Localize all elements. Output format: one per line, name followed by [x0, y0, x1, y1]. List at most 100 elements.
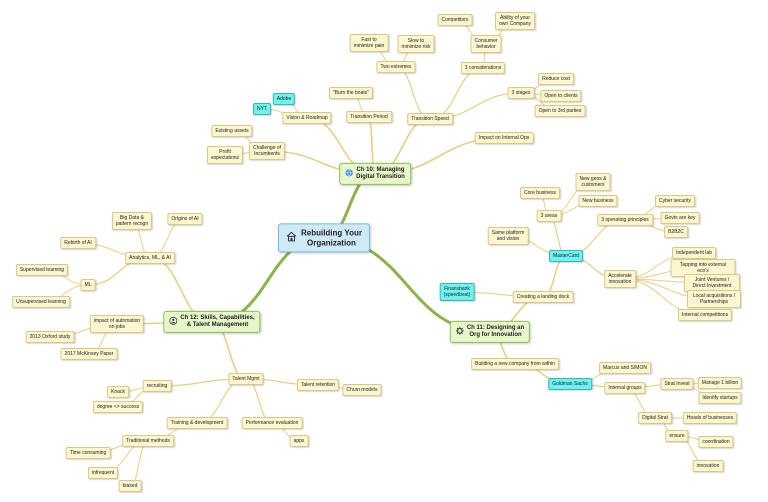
biased-node[interactable]: biased [118, 480, 142, 492]
b2b2c-node[interactable]: B2B2C [664, 226, 688, 238]
transition-period-label: Transition Period [350, 114, 388, 120]
marcus-simon-node[interactable]: Marcus and SIMON [599, 362, 651, 374]
impact-internal-ops-label: Impact on Internal Ops [478, 135, 530, 141]
coordination-node[interactable]: coordination [698, 436, 734, 448]
strat-invest-node[interactable]: Strat Invest [660, 378, 694, 390]
profit-expectations-node[interactable]: Profit expectations [206, 146, 244, 164]
globe-icon [345, 168, 353, 179]
new-business-node[interactable]: New business [578, 195, 618, 207]
rebirth-ai-node[interactable]: Rebirth of AI [60, 237, 96, 249]
internal-groups-node[interactable]: Internal groups [604, 382, 646, 394]
adobe-node[interactable]: Adobe [272, 93, 296, 105]
goldman-sachs-node[interactable]: Goldman Sachs [548, 378, 592, 390]
supervised-learning-node[interactable]: Supervised learning [15, 264, 69, 276]
joint-ventures-label: Joint Ventures / Direct Investment [692, 277, 732, 289]
oxford-study-label: 2013 Oxford study [29, 334, 71, 340]
digital-strat-node[interactable]: Digital Strat [638, 412, 672, 424]
core-business-node[interactable]: Core business [520, 187, 560, 199]
ensure-node[interactable]: ensure [665, 430, 689, 442]
innovation-node[interactable]: innovation [692, 460, 724, 472]
local-acquisitions-node[interactable]: Local acquisitions / Partnerships [687, 290, 741, 308]
nyt-node[interactable]: NYT [253, 103, 271, 115]
slow-minimize-risk-label: Slow to minimize risk [401, 38, 431, 50]
accelerate-innovation-label: Accelerate innovation [608, 273, 632, 285]
impact-internal-ops-node[interactable]: Impact on Internal Ops [474, 132, 534, 144]
finansbank-node[interactable]: Finansbank (speedboat) [439, 283, 475, 301]
same-platform-vision-node[interactable]: Same platform and vision [487, 227, 529, 245]
vision-roadmap-label: Vision & Roadmap [286, 115, 328, 121]
competitors-node[interactable]: Competitors [437, 14, 473, 26]
central-topic[interactable]: Rebuilding Your Organization [277, 223, 371, 253]
consumer-behavior-node[interactable]: Consumer behavior [470, 35, 502, 53]
reduce-cost-node[interactable]: Reduce cost [538, 73, 574, 85]
new-geos-customers-node[interactable]: New geos & customers [575, 173, 611, 191]
core-business-label: Core business [524, 190, 556, 196]
three-operating-principles-node[interactable]: 3 operating principles [597, 214, 653, 226]
mckinsey-paper-node[interactable]: 2017 McKinsey Paper [60, 348, 118, 360]
strat-invest-label: Strat Invest [664, 381, 690, 387]
transition-period-node[interactable]: Transition Period [346, 111, 392, 123]
traditional-methods-node[interactable]: Traditional methods [122, 435, 174, 447]
chapter-12-topic[interactable]: Ch 12: Skills, Capabilities, & Talent Ma… [163, 310, 261, 334]
new-company-within-node[interactable]: Building a new company from within [471, 358, 559, 370]
identify-startups-node[interactable]: Identify startups [698, 392, 742, 404]
vision-roadmap-node[interactable]: Vision & Roadmap [282, 112, 332, 124]
rebirth-ai-label: Rebirth of AI [64, 240, 92, 246]
accelerate-innovation-node[interactable]: Accelerate innovation [604, 270, 636, 288]
recruiting-label: recruiting [146, 383, 168, 389]
burn-the-boats-node[interactable]: "Burn the boats" [328, 87, 374, 99]
three-considerations-node[interactable]: 3 considerations [460, 62, 506, 74]
open-to-3rd-parties-node[interactable]: Open to 3rd parties [534, 105, 586, 117]
traditional-methods-label: Traditional methods [126, 438, 170, 444]
three-areas-node[interactable]: 3 areas [536, 210, 562, 222]
chapter-10-title: Ch 10: Managing Digital Transition [356, 166, 405, 180]
degree-success-node[interactable]: degree <> success [92, 401, 144, 413]
slow-minimize-risk-node[interactable]: Slow to minimize risk [397, 35, 435, 53]
landing-dock-node[interactable]: Creating a landing dock [512, 291, 574, 303]
cyber-security-label: Cyber security [659, 198, 691, 204]
recruiting-node[interactable]: recruiting [142, 380, 172, 392]
big-data-node[interactable]: Big Data & pattern recogn [111, 212, 153, 230]
existing-assets-label: Existing assets [215, 128, 249, 134]
chapter-11-topic[interactable]: Ch 11: Designing an Org for Innovation [449, 320, 531, 344]
gear-icon [455, 326, 464, 337]
knack-node[interactable]: Knack [107, 386, 129, 398]
churn-models-node[interactable]: Churn models [342, 384, 382, 396]
knack-label: Knack [111, 389, 125, 395]
chapter-10-topic[interactable]: Ch 10: Managing Digital Transition [339, 162, 411, 186]
talent-retention-node[interactable]: Talent retention [296, 379, 340, 391]
mastercard-node[interactable]: MasterCard [548, 250, 584, 262]
time-consuming-node[interactable]: Time consuming [65, 447, 111, 459]
ml-node[interactable]: ML [80, 279, 96, 291]
internal-competitions-node[interactable]: Internal competitions [677, 309, 733, 321]
two-extremes-node[interactable]: Two extremes [376, 61, 416, 73]
big-data-label: Big Data & pattern recogn [115, 215, 149, 227]
govts-key-node[interactable]: Govts are key [660, 212, 700, 224]
cyber-security-node[interactable]: Cyber security [655, 195, 695, 207]
talent-mgmt-node[interactable]: Talent Mgmt [228, 373, 264, 385]
performance-evaluation-node[interactable]: Performance evaluation [241, 417, 303, 429]
origins-ai-node[interactable]: Origins of AI [167, 213, 203, 225]
consumer-behavior-label: Consumer behavior [474, 38, 498, 50]
unsupervised-learning-node[interactable]: Unsupervised learning [12, 296, 70, 308]
ability-own-company-node[interactable]: Ability of your own Company [495, 12, 535, 30]
oxford-study-node[interactable]: 2013 Oxford study [25, 331, 75, 343]
manage-billion-node[interactable]: Manage 1 billion [697, 377, 743, 389]
challenge-incumbents-node[interactable]: Challenge of Incumbents [248, 142, 286, 160]
transition-speed-node[interactable]: Transition Speed [407, 113, 453, 125]
two-extremes-label: Two extremes [380, 64, 412, 70]
apps-node[interactable]: apps [289, 435, 309, 447]
heads-businesses-node[interactable]: Heads of businesses [682, 412, 738, 424]
open-to-clients-node[interactable]: Open to clients [540, 90, 582, 102]
infrequent-node[interactable]: infrequent [87, 467, 119, 479]
challenge-incumbents-label: Challenge of Incumbents [252, 145, 282, 157]
infrequent-label: infrequent [91, 470, 115, 476]
training-development-node[interactable]: Training & development [166, 417, 228, 429]
internal-competitions-label: Internal competitions [681, 312, 729, 318]
analytics-ml-ai-node[interactable]: Analytics, ML, & AI [125, 252, 175, 264]
three-stages-node[interactable]: 3 stages [507, 87, 535, 99]
impact-automation-node[interactable]: impact of automation on jobs [89, 315, 145, 333]
fast-minimize-pain-node[interactable]: Fast to minimize pain [349, 34, 389, 52]
existing-assets-node[interactable]: Existing assets [211, 125, 253, 137]
independent-lab-node[interactable]: Independent lab [672, 247, 716, 259]
